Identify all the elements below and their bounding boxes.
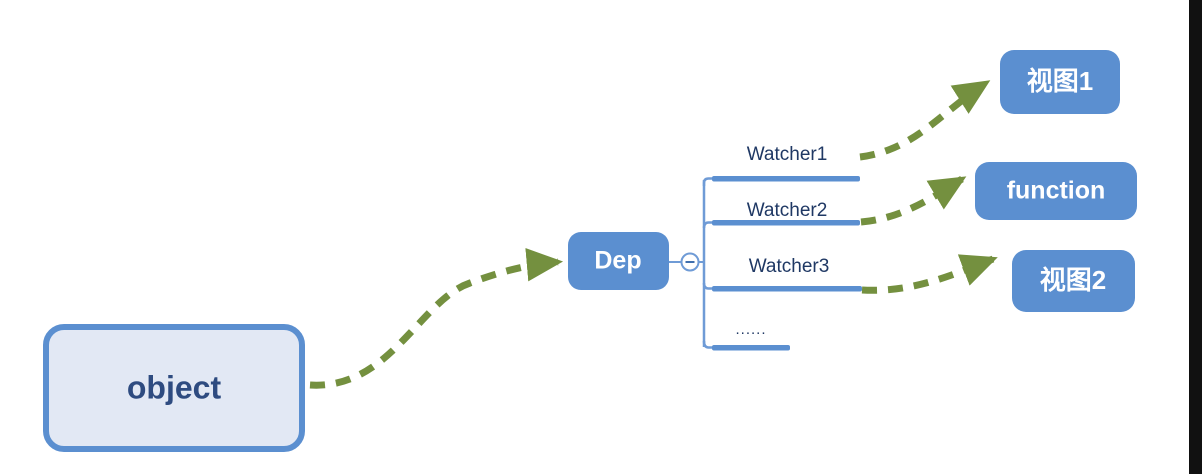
node-dep-label: Dep [594,247,641,275]
node-function-label: function [1007,177,1106,205]
watcher-item[interactable]: Watcher2 [712,200,860,226]
node-view1-shape [1000,50,1120,114]
branch-elbow-watcher4 [702,340,713,349]
node-object[interactable]: object [43,324,305,452]
watcher-underline [712,176,860,182]
connector-watcher1-to-view1 [859,80,991,161]
node-object-shape [43,324,305,452]
node-view2[interactable]: 视图2 [1012,250,1135,312]
node-view2-shape [1012,250,1135,312]
node-dep[interactable]: Dep [568,232,669,290]
watcher-label: Watcher1 [747,144,828,165]
watcher-underline [712,286,862,292]
watcher-item[interactable]: Watcher3 [712,256,862,292]
node-object-label: object [127,369,222,405]
right-edge-strip [1189,0,1202,474]
watcher-label: ...... [735,321,766,338]
watcher-label: Watcher3 [749,256,830,277]
connector-watcher3-to-view2 [861,254,998,294]
branch-elbow-watcher2 [702,221,713,229]
node-dep-shape [568,232,669,290]
watcher-label: Watcher2 [747,200,828,221]
collapse-toggle[interactable] [669,252,704,272]
watcher-item[interactable]: ...... [712,321,790,351]
connector-watcher2-to-function [860,175,967,226]
node-view1-label: 视图1 [1027,66,1093,96]
node-view1[interactable]: 视图1 [1000,50,1120,114]
node-function-shape [975,162,1137,220]
node-view2-label: 视图2 [1040,265,1106,295]
branch-elbow-watcher3 [702,282,713,290]
watcher-underline [712,220,860,226]
connector-object-to-dep [309,248,564,389]
branch-trunk-group [702,177,713,349]
branch-elbow-watcher1 [702,177,713,186]
watcher-underline [712,345,790,351]
node-function[interactable]: function [975,162,1137,220]
watcher-item[interactable]: Watcher1 [712,144,860,182]
